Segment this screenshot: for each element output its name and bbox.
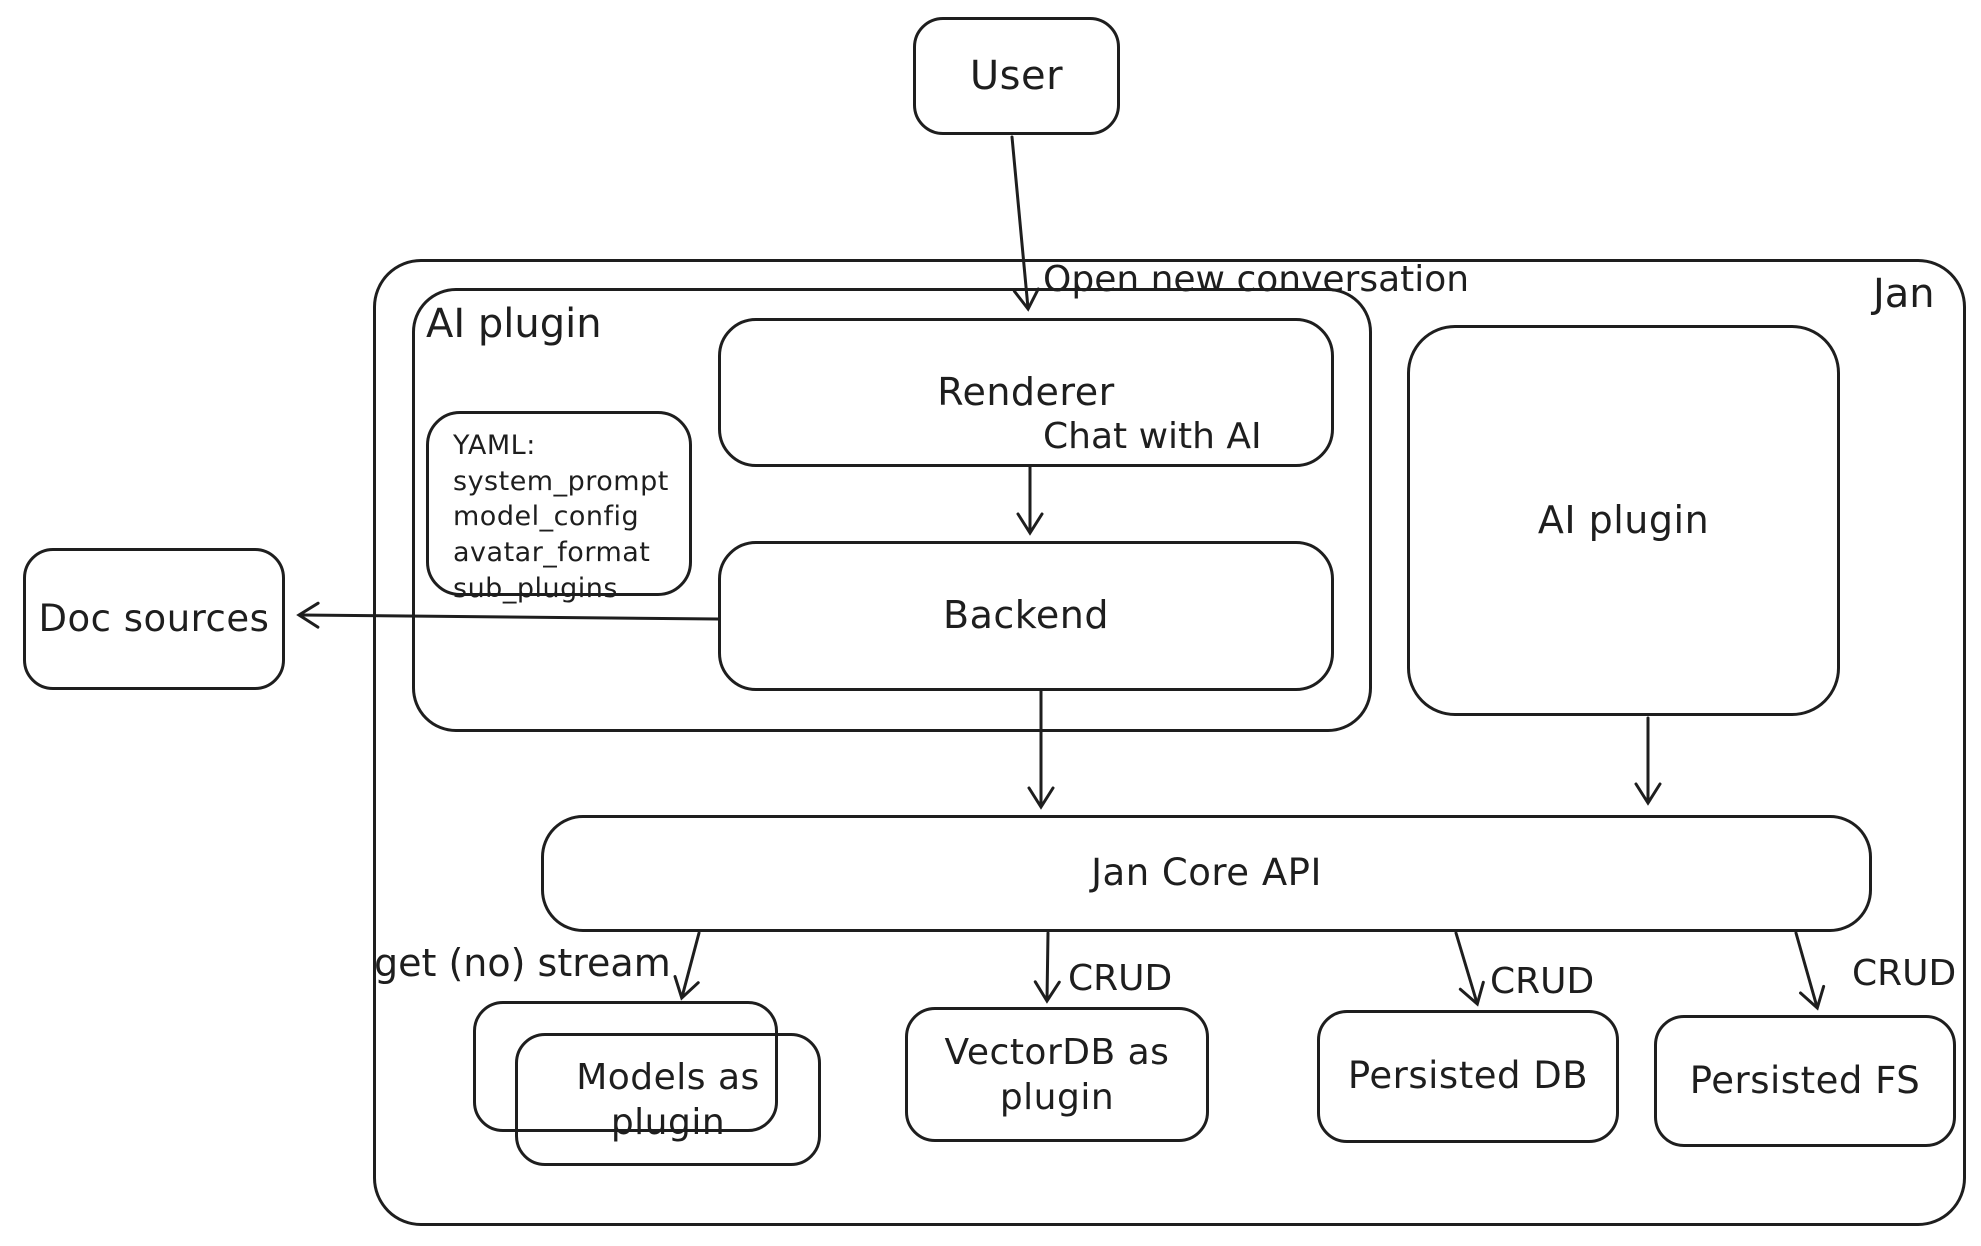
yaml-note-line: sub_plugins xyxy=(453,572,618,604)
doc-sources-node-label: Doc sources xyxy=(38,596,270,640)
user-node: User xyxy=(913,17,1120,135)
backend-node-label: Backend xyxy=(943,593,1109,638)
jan-container xyxy=(373,259,1966,1226)
vectordb-node-label: VectorDB as plugin xyxy=(944,1031,1170,1118)
renderer-node-label: Renderer xyxy=(937,369,1115,414)
models-as-plugin-back-rect xyxy=(473,1001,778,1132)
user-edge-label: Open new conversation Chat with AI xyxy=(1043,150,1469,568)
jan-core-api-node: Jan Core API xyxy=(541,815,1872,932)
crud-label-persisted-db: CRUD xyxy=(1490,961,1595,1002)
user-edge-label-line1: Open new conversation xyxy=(1043,259,1470,301)
persisted-db-node-label: Persisted DB xyxy=(1347,1054,1589,1098)
yaml-note-line: YAML: xyxy=(453,430,536,461)
jan-label: Jan xyxy=(1873,271,1935,317)
persisted-fs-node: Persisted FS xyxy=(1654,1015,1956,1147)
renderer-node: Renderer xyxy=(718,318,1334,467)
ai-plugin-left-container xyxy=(412,288,1372,732)
yaml-note-line: avatar_format xyxy=(453,536,651,568)
ai-plugin-right-node: AI plugin xyxy=(1407,325,1840,716)
doc-sources-node: Doc sources xyxy=(23,548,285,690)
models-as-plugin-node: Models as plugin xyxy=(515,1033,821,1166)
persisted-db-node: Persisted DB xyxy=(1317,1010,1619,1143)
vectordb-node: VectorDB as plugin xyxy=(905,1007,1209,1142)
yaml-note: YAML: system_prompt model_config avatar_… xyxy=(426,411,692,604)
crud-label-persisted-fs: CRUD xyxy=(1852,953,1957,994)
yaml-note-line: system_prompt xyxy=(453,465,669,497)
yaml-note-line: model_config xyxy=(453,501,640,533)
user-node-label: User xyxy=(969,53,1064,99)
models-as-plugin-label: Models as plugin xyxy=(576,1056,760,1143)
user-edge-label-line2: Chat with AI xyxy=(1043,415,1262,457)
get-no-stream-label: get (no) stream xyxy=(374,941,671,985)
jan-core-api-node-label: Jan Core API xyxy=(1091,851,1322,895)
ai-plugin-left-label: AI plugin xyxy=(426,301,602,347)
ai-plugin-right-node-label: AI plugin xyxy=(1537,497,1710,542)
backend-node: Backend xyxy=(718,541,1334,691)
crud-label-vectordb: CRUD xyxy=(1068,958,1173,999)
persisted-fs-node-label: Persisted FS xyxy=(1689,1058,1921,1102)
